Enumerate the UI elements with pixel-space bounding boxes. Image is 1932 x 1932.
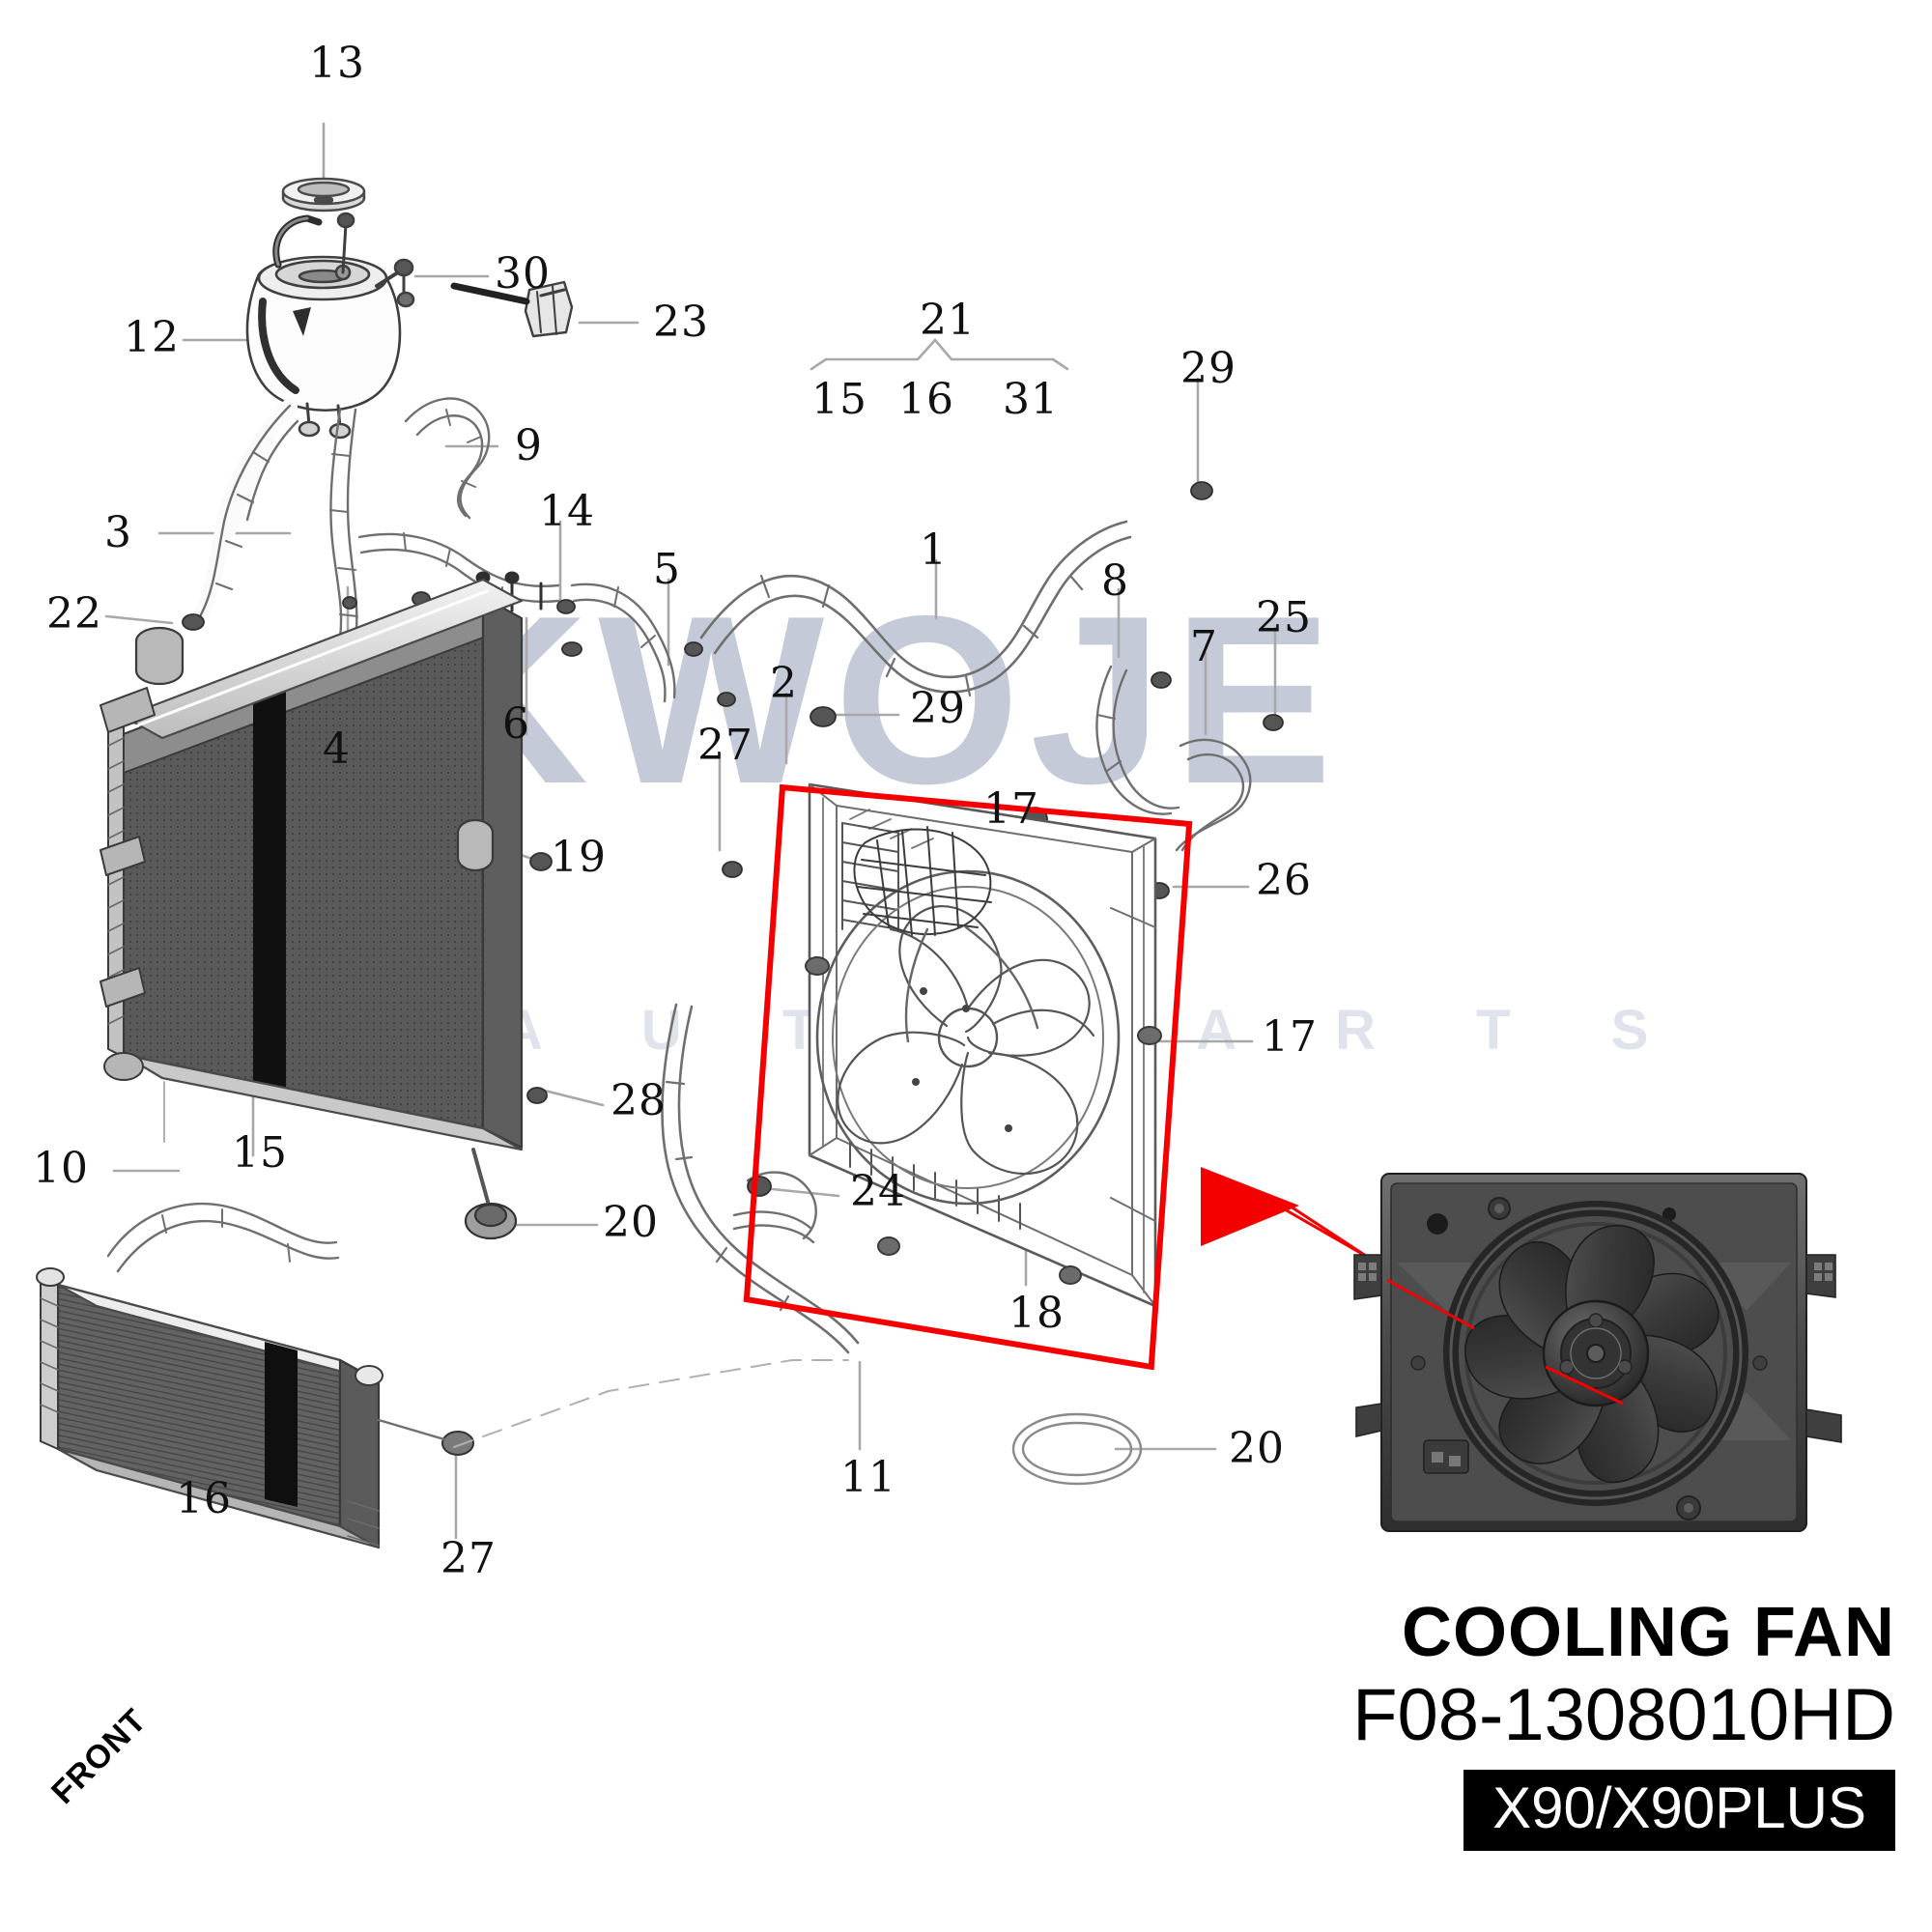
- callout-1: 1: [920, 526, 948, 575]
- callout-5: 5: [653, 545, 681, 594]
- callout-26: 25: [1256, 593, 1312, 642]
- callout-25: 24: [850, 1167, 906, 1216]
- callout-29b: 29: [910, 684, 966, 733]
- callout-17b: 17: [1262, 1012, 1318, 1062]
- callout-20: 19: [551, 833, 607, 882]
- callout-8: 8: [1101, 556, 1129, 606]
- callout-11: 11: [840, 1453, 896, 1502]
- callout-12: 12: [124, 313, 180, 362]
- callout-30: 28: [611, 1076, 667, 1125]
- callout-6: 6: [502, 699, 530, 749]
- callout-18: 18: [1009, 1289, 1065, 1338]
- callout-2: 2: [770, 659, 798, 708]
- bracket-member-16: 16: [898, 375, 954, 424]
- callout-29: 29: [1180, 344, 1236, 393]
- highlight-arrow: [1201, 1167, 1299, 1246]
- callout-21: 20: [603, 1198, 659, 1247]
- callout-27: 26: [1256, 856, 1312, 905]
- bracket-member-15: 15: [811, 375, 867, 424]
- callout-23: 22: [46, 589, 102, 639]
- part-number: F08-1308010HD: [1352, 1673, 1895, 1756]
- part-title: COOLING FAN: [1402, 1594, 1895, 1671]
- title-block: COOLING FAN F08-1308010HD X90/X90PLUS: [1219, 1594, 1895, 1851]
- vehicle-model-badge: X90/X90PLUS: [1463, 1769, 1895, 1851]
- cooling-fan-photo: [1353, 1173, 1842, 1532]
- callout-19: 20: [1229, 1424, 1285, 1473]
- callout-9: 9: [515, 421, 543, 470]
- highlight-callout-box: [743, 783, 1193, 1371]
- callout-3: 3: [104, 508, 132, 557]
- callout-13: 13: [309, 39, 365, 88]
- callout-4: 4: [323, 724, 351, 774]
- watermark-brand-text: KWOJE: [415, 565, 1343, 834]
- callout-14: 14: [539, 487, 595, 536]
- callout-10: 10: [33, 1144, 89, 1193]
- callout-16: 16: [176, 1474, 232, 1523]
- callout-31: 30: [495, 249, 551, 298]
- callout-27b: 27: [440, 1534, 497, 1583]
- callout-15: 15: [232, 1128, 288, 1178]
- bracket-member-31: 31: [1003, 375, 1059, 424]
- callout-24: 23: [653, 298, 709, 347]
- callout-17: 17: [983, 784, 1039, 834]
- callout-22: 21: [920, 296, 976, 345]
- callout-7: 7: [1190, 622, 1218, 671]
- callout-28: 27: [697, 721, 753, 770]
